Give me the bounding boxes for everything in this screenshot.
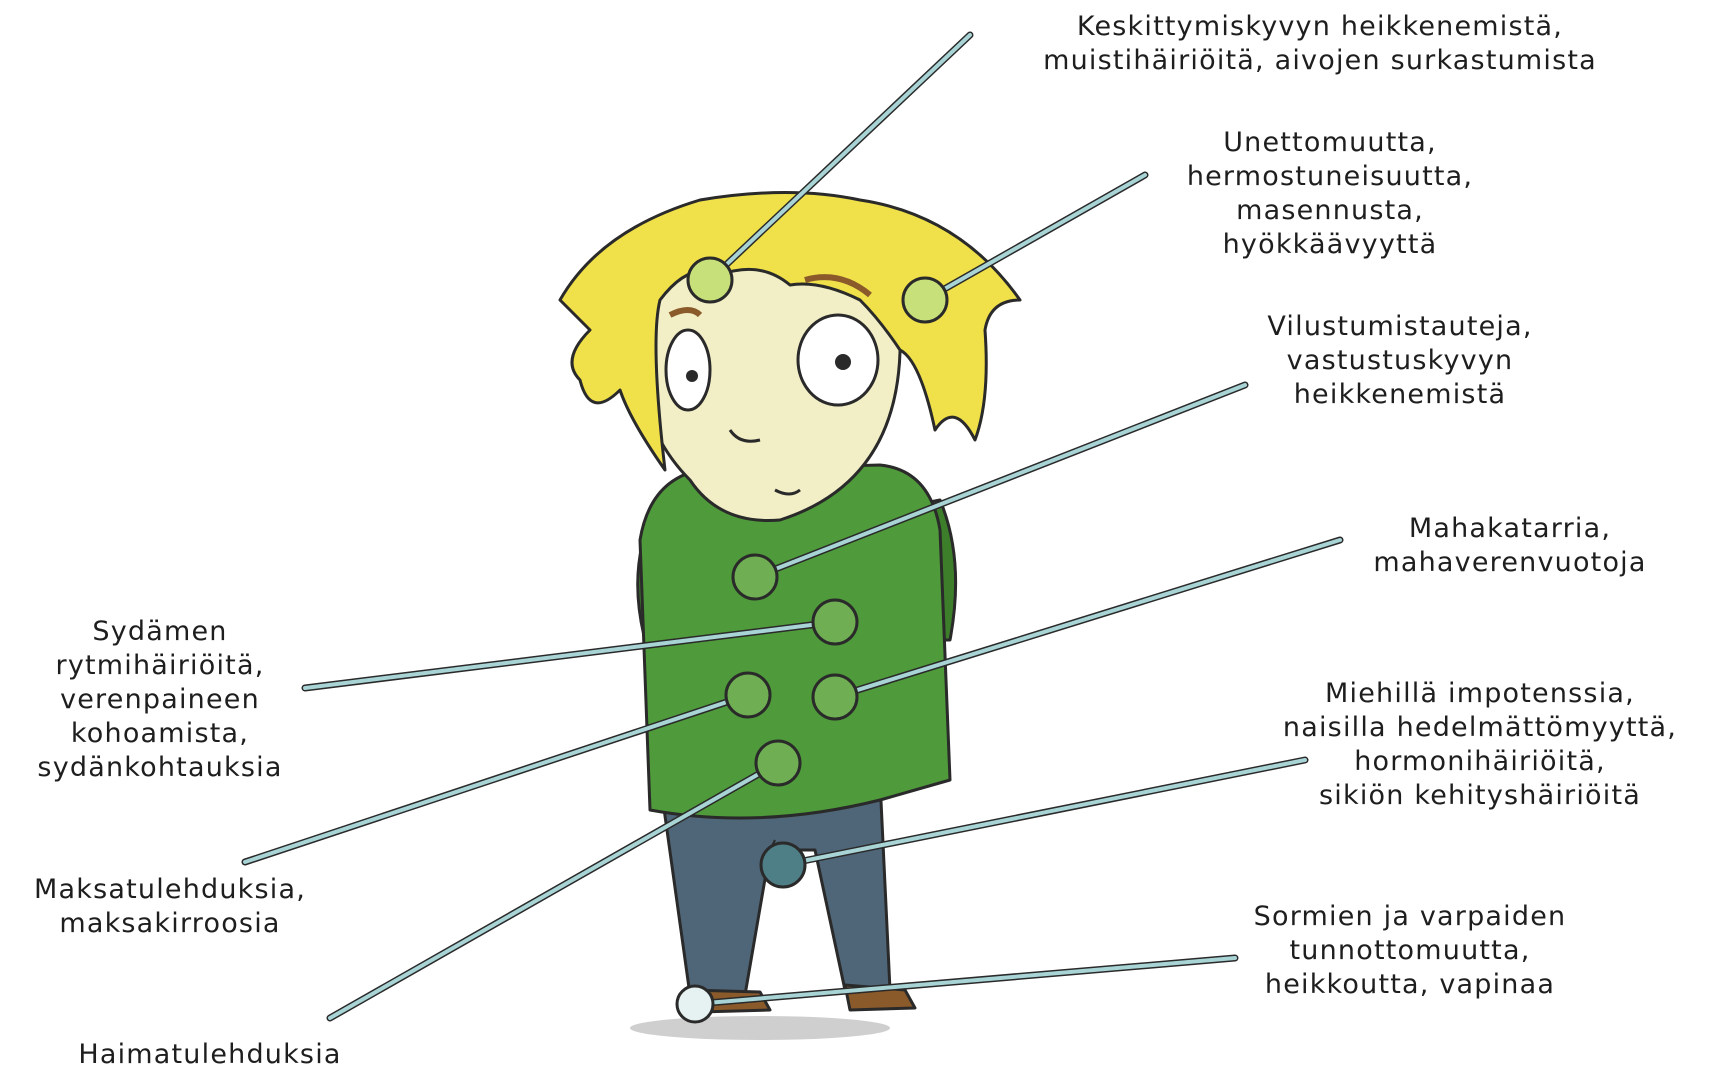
label-line: hermostuneisuutta, xyxy=(1140,160,1520,194)
label-stomach: Mahakatarria, mahaverenvuotoja xyxy=(1340,512,1680,580)
label-line: masennusta, xyxy=(1140,194,1520,228)
label-line: sikiön kehityshäiriöitä xyxy=(1255,779,1705,813)
label-mood: Unettomuutta, hermostuneisuutta, masennu… xyxy=(1140,126,1520,262)
label-immune: Vilustumistauteja, vastustuskyvyn heikke… xyxy=(1210,310,1590,412)
label-line: Maksatulehduksia, xyxy=(5,873,335,907)
label-line: Sydämen xyxy=(5,615,315,649)
label-line: Mahakatarria, xyxy=(1340,512,1680,546)
label-line: verenpaineen xyxy=(5,683,315,717)
label-line: heikkoutta, vapinaa xyxy=(1210,968,1610,1002)
label-line: rytmihäiriöitä, xyxy=(5,649,315,683)
label-line: mahaverenvuotoja xyxy=(1340,546,1680,580)
label-nerves: Sormien ja varpaiden tunnottomuutta, hei… xyxy=(1210,900,1610,1002)
label-line: naisilla hedelmättömyyttä, xyxy=(1255,711,1705,745)
label-brain: Keskittymiskyvyn heikkenemistä, muistihä… xyxy=(975,10,1665,78)
label-line: maksakirroosia xyxy=(5,907,335,941)
label-heart: Sydämen rytmihäiriöitä, verenpaineen koh… xyxy=(5,615,315,785)
label-line: hyökkäävyyttä xyxy=(1140,228,1520,262)
label-line: Unettomuutta, xyxy=(1140,126,1520,160)
label-line: Vilustumistauteja, xyxy=(1210,310,1590,344)
label-line: vastustuskyvyn xyxy=(1210,344,1590,378)
label-line: Keskittymiskyvyn heikkenemistä, xyxy=(975,10,1665,44)
label-reproductive: Miehillä impotenssia, naisilla hedelmätt… xyxy=(1255,677,1705,813)
label-line: heikkenemistä xyxy=(1210,378,1590,412)
label-line: tunnottomuutta, xyxy=(1210,934,1610,968)
label-line: Sormien ja varpaiden xyxy=(1210,900,1610,934)
label-line: Miehillä impotenssia, xyxy=(1255,677,1705,711)
figure xyxy=(560,193,1020,1041)
label-pancreas: Haimatulehduksia xyxy=(45,1038,375,1072)
label-line: muistihäiriöitä, aivojen surkastumista xyxy=(975,44,1665,78)
label-line: hormonihäiriöitä, xyxy=(1255,745,1705,779)
label-line: sydänkohtauksia xyxy=(5,751,315,785)
label-liver: Maksatulehduksia, maksakirroosia xyxy=(5,873,335,941)
label-line: Haimatulehduksia xyxy=(45,1038,375,1072)
label-line: kohoamista, xyxy=(5,717,315,751)
